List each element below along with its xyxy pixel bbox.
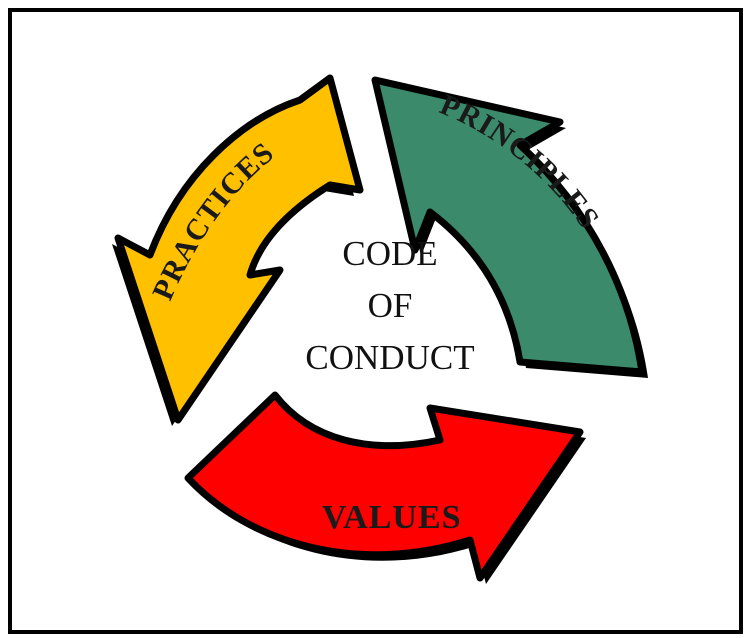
center-line-of: OF bbox=[367, 286, 413, 325]
center-title: CODE OF CONDUCT bbox=[280, 228, 500, 384]
values-label: VALUES bbox=[322, 499, 462, 536]
center-line-conduct: CONDUCT bbox=[305, 338, 475, 377]
principles-arrow-shape bbox=[371, 76, 646, 376]
values-arrow-shape bbox=[184, 391, 584, 582]
practices-arrow-shape bbox=[114, 74, 364, 424]
center-line-code: CODE bbox=[342, 234, 438, 273]
practices-arrow: PRACTICES bbox=[112, 74, 364, 426]
values-arrow: VALUES bbox=[184, 391, 586, 584]
